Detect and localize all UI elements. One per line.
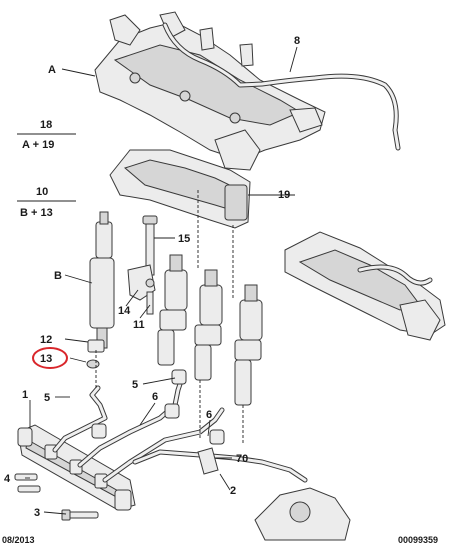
label-18: 18 [40, 119, 52, 131]
intake-manifold-assembly [94, 11, 326, 171]
label-11: 11 [133, 319, 145, 331]
label-14: 14 [118, 305, 131, 317]
label-3: 3 [34, 507, 40, 519]
label-a: A [48, 64, 56, 76]
label-1: 1 [22, 389, 28, 401]
label-15: 15 [178, 233, 190, 245]
label-6-left: 6 [152, 391, 158, 403]
injector-b [87, 211, 115, 353]
label-19: 19 [278, 189, 290, 201]
engine-overview-inset [284, 231, 446, 341]
label-10: 10 [36, 186, 48, 198]
footer-date: 08/2013 [2, 535, 35, 545]
footer-reference: 00099359 [398, 535, 438, 545]
stud-11 [146, 291, 154, 315]
label-8: 8 [294, 35, 300, 47]
injector-bank [157, 254, 263, 406]
bolt-4 [14, 473, 41, 493]
high-pressure-pump [254, 487, 351, 541]
injector-3 [234, 284, 263, 406]
label-10-formula: B + 13 [20, 207, 53, 219]
label-4: 4 [4, 473, 11, 485]
bracket-70 [197, 447, 219, 475]
label-b: B [54, 270, 62, 282]
label-6-right: 6 [206, 409, 212, 421]
leader-lines [17, 46, 298, 515]
label-5-right: 5 [132, 379, 138, 391]
injector-clamp-block [109, 149, 251, 229]
callout-labels: A 8 18 A + 19 10 B + 13 19 15 B 14 11 12… [4, 35, 300, 519]
label-5-left: 5 [44, 392, 50, 404]
injector-1 [157, 254, 188, 366]
injector-2 [194, 269, 223, 381]
washer-13 [86, 359, 100, 369]
bolt-3 [61, 509, 99, 521]
label-18-formula: A + 19 [22, 139, 54, 151]
leak-off-pipe [162, 22, 401, 151]
label-70: 70 [236, 453, 248, 465]
high-pressure-pipes [52, 369, 308, 483]
label-13: 13 [40, 353, 52, 365]
highlight-circle-13 [32, 347, 68, 369]
label-12: 12 [40, 334, 52, 346]
fuel-rail [17, 424, 136, 511]
label-2: 2 [230, 485, 236, 497]
